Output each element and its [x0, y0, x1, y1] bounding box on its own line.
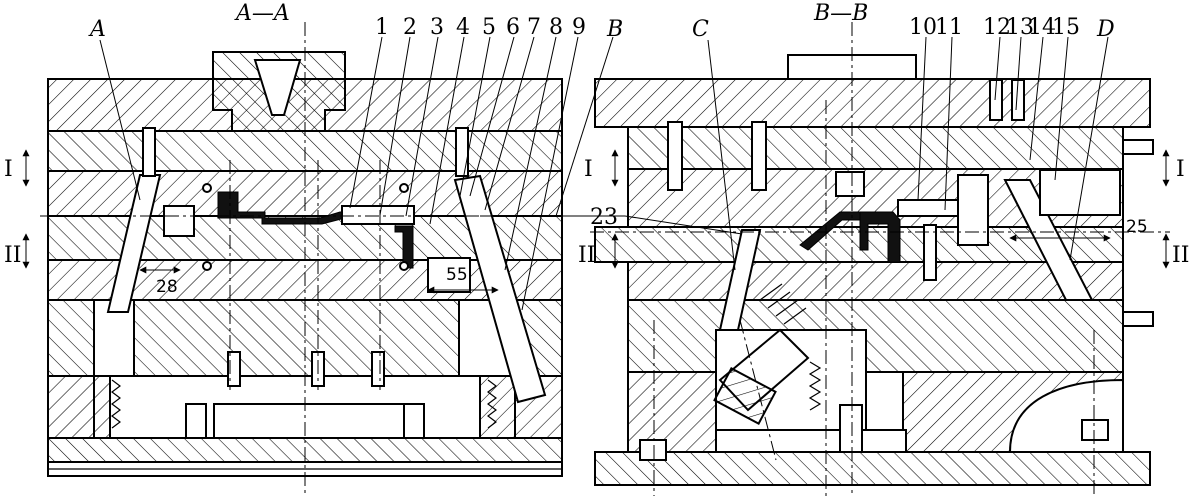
callout-10: 10 [909, 15, 937, 40]
screw-left-2 [455, 127, 469, 177]
fixed-plate-right [627, 126, 1124, 170]
leader-lines [99, 36, 1109, 311]
screw-right-1 [667, 121, 683, 191]
water-fitting-2 [1122, 311, 1154, 327]
core-insert-right [835, 171, 865, 197]
spacer-left-a [47, 299, 95, 377]
stop-block-left [427, 257, 471, 293]
spacer-block-right [627, 299, 1124, 373]
support-plate-right [627, 261, 1124, 301]
ejector-pin-right [923, 224, 937, 281]
wedge-block-right [1039, 169, 1121, 216]
spring-angled [759, 283, 807, 325]
lifter-head [713, 367, 777, 425]
callout-2: 2 [403, 15, 417, 40]
sprue-cone [253, 59, 302, 116]
callout-1: 1 [375, 15, 389, 40]
molded-part-right-b [859, 211, 901, 263]
slide-insert-left [341, 205, 415, 225]
screw-right-3 [989, 79, 1003, 121]
view-label-c: C [692, 17, 709, 42]
parting-line-markers [22, 149, 1170, 269]
callout-12: 12 [983, 15, 1011, 40]
ejector-pin-3 [371, 351, 385, 387]
callout-4: 4 [456, 15, 470, 40]
dimension-25: 25 [1126, 217, 1148, 237]
section-label-a-a: A—A [234, 1, 290, 26]
callout-6: 6 [506, 15, 520, 40]
callout-8: 8 [549, 15, 563, 40]
callout-5: 5 [482, 15, 496, 40]
screw-left-1 [142, 127, 156, 177]
water-fitting-1 [1122, 139, 1154, 155]
support-block-left [133, 299, 460, 377]
bolt-right-1 [639, 439, 667, 461]
bolt-right-2 [1081, 419, 1109, 441]
spring-left-b [487, 379, 497, 429]
parting-i-left: I [4, 157, 13, 182]
return-pin-1 [185, 403, 207, 439]
angled-pin-b-left [453, 174, 547, 404]
top-clamp-plate-right [594, 78, 1151, 128]
parting-ii-right: II [1172, 243, 1189, 268]
view-b-b [590, 22, 1170, 496]
slide-block-left [163, 205, 195, 237]
parting-ii-mid: II [578, 243, 595, 268]
spacer-rail-left [47, 375, 111, 439]
labels: A—A B—B A B C D 1 2 3 4 5 6 7 8 9 10 11 … [4, 1, 1189, 297]
dimension-28: 28 [156, 277, 178, 297]
slide-block-right [957, 174, 989, 246]
view-label-a-left: A [88, 17, 106, 42]
callout-9: 9 [572, 15, 586, 40]
parting-ii-left: II [4, 243, 21, 268]
dimension-55: 55 [446, 265, 468, 285]
ejector-plate-left [213, 403, 405, 439]
parting-i-right: I [1176, 157, 1185, 182]
callout-3: 3 [430, 15, 444, 40]
view-label-b: B [606, 17, 623, 42]
dimension-lines [139, 234, 1111, 294]
screw-right-2 [751, 121, 767, 191]
view-a-a [40, 22, 590, 496]
callout-15: 15 [1052, 15, 1080, 40]
angled-pin-c [718, 229, 762, 331]
spring-right [808, 361, 822, 411]
ejector-plate-right [715, 429, 907, 453]
callout-23: 23 [590, 205, 618, 230]
callout-13: 13 [1006, 15, 1034, 40]
callout-7: 7 [527, 15, 541, 40]
ejector-pin-1 [227, 351, 241, 387]
callout-11: 11 [935, 15, 963, 40]
view-label-d: D [1096, 17, 1115, 42]
return-pin-2 [403, 403, 425, 439]
parting-i-mid: I [584, 157, 593, 182]
bottom-plate-right [594, 451, 1151, 486]
return-pin-right [839, 404, 863, 453]
spring-left-a [111, 379, 121, 429]
callout-14: 14 [1028, 15, 1056, 40]
section-label-b-b: B—B [813, 1, 868, 26]
